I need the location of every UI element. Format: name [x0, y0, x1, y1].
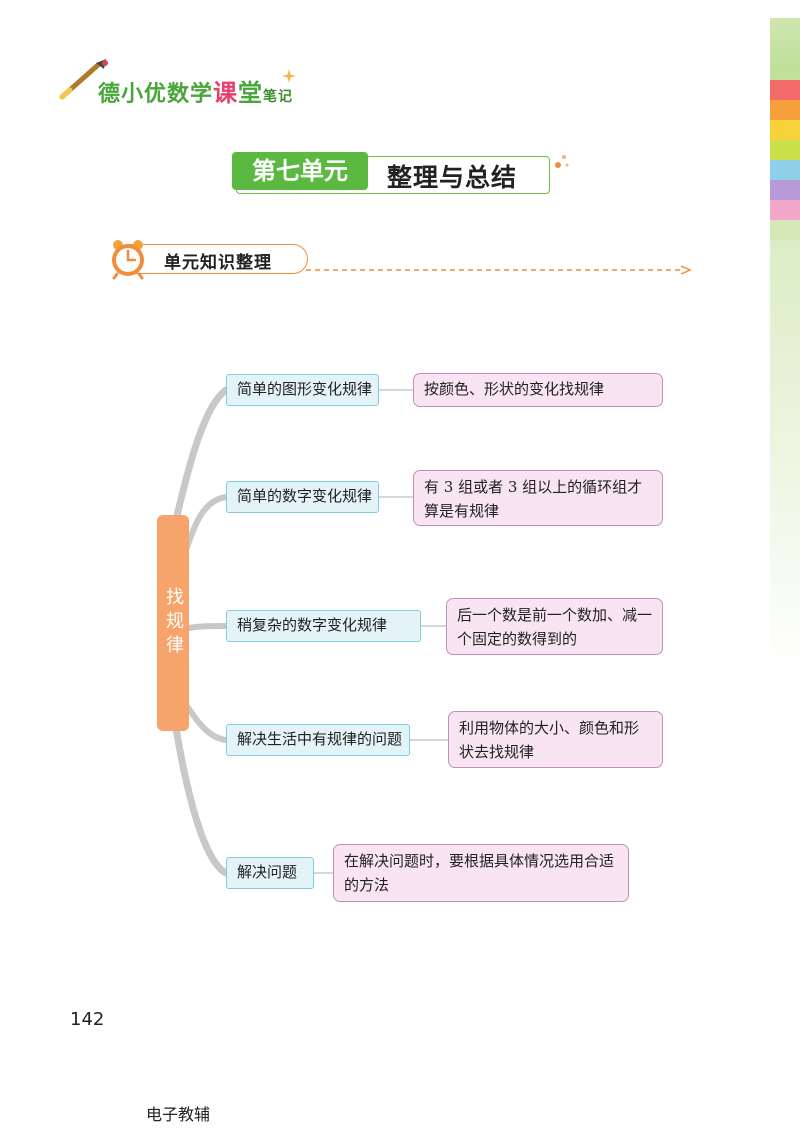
- section-title-pill: [128, 244, 308, 274]
- topic-simple-shape-pattern: 简单的图形变化规律: [226, 374, 379, 406]
- section-header: 单元知识整理: [108, 238, 698, 282]
- logo-text: 德小优数学课堂笔记: [98, 79, 294, 107]
- detail-life-pattern-problem: 利用物体的大小、颜色和形状去找规律: [448, 711, 663, 768]
- topic-complex-number-pattern: 稍复杂的数字变化规律: [226, 610, 421, 642]
- detail-simple-shape-pattern: 按颜色、形状的变化找规律: [413, 373, 663, 407]
- decorative-dots-icon: [555, 155, 569, 168]
- topic-problem-solving: 解决问题: [226, 857, 314, 889]
- clock-icon: [112, 240, 144, 280]
- unit-title: 第七单元 整理与总结: [232, 152, 550, 196]
- topic-life-pattern-problem: 解决生活中有规律的问题: [226, 724, 410, 756]
- detail-problem-solving: 在解决问题时，要根据具体情况选用合适的方法: [333, 844, 629, 902]
- page-number: 142: [70, 1009, 105, 1030]
- unit-name: 整理与总结: [387, 163, 518, 192]
- detail-simple-number-pattern: 有 3 组或者 3 组以上的循环组才算是有规律: [413, 470, 663, 526]
- sparkle-icon: [282, 69, 296, 83]
- topic-simple-number-pattern: 简单的数字变化规律: [226, 481, 379, 513]
- detail-complex-number-pattern: 后一个数是前一个数加、减一个固定的数得到的: [446, 598, 663, 655]
- unit-label: 第七单元: [232, 152, 368, 190]
- brush-pen-icon: [59, 59, 108, 100]
- section-dashed-arrow: [306, 265, 692, 275]
- page-edge-tabs: [770, 80, 800, 240]
- section-title: 单元知识整理: [164, 253, 272, 273]
- mind-map-root: 找规律: [157, 515, 189, 731]
- footer-note: 电子教辅: [146, 1105, 211, 1124]
- header-logo: 德小优数学课堂笔记: [58, 55, 308, 107]
